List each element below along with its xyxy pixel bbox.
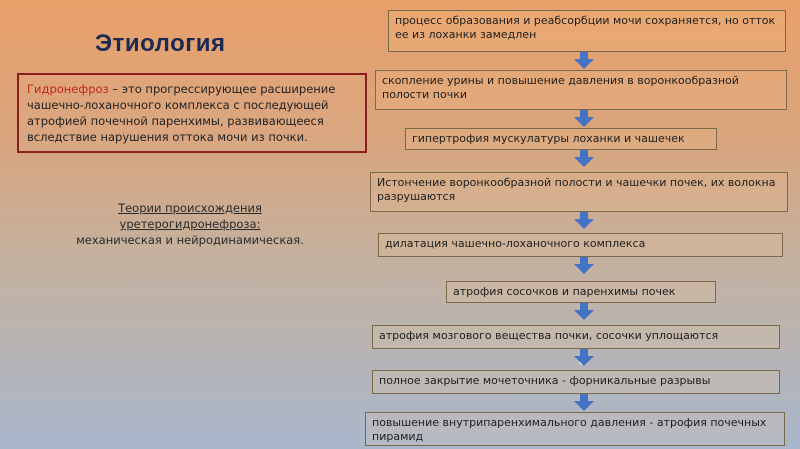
theories-heading: Теории происхождения уретерогидронефроза… bbox=[118, 201, 262, 231]
definition-box: Гидронефроз – это прогрессирующее расшир… bbox=[17, 73, 367, 153]
flow-step-8: полное закрытие мочеточника - форникальн… bbox=[372, 370, 780, 394]
theories-text: механическая и нейродинамическая. bbox=[76, 233, 304, 247]
flow-step-3: гипертрофия мускулатуры лоханки и чашече… bbox=[405, 128, 717, 150]
flow-step-6: атрофия сосочков и паренхимы почек bbox=[446, 281, 716, 303]
definition-term: Гидронефроз bbox=[27, 82, 109, 96]
flow-step-7: атрофия мозгового вещества почки, сосочк… bbox=[372, 325, 780, 349]
theories-block: Теории происхождения уретерогидронефроза… bbox=[50, 200, 330, 248]
definition-text: – это прогрессирующее расширение чашечно… bbox=[27, 82, 336, 144]
flow-step-1: процесс образования и реабсорбции мочи с… bbox=[388, 10, 786, 52]
flow-step-4: Истончение воронкообразной полости и чаш… bbox=[370, 172, 788, 212]
flow-step-5: дилатация чашечно-лоханочного комплекса bbox=[378, 233, 783, 257]
slide-title: Этиология bbox=[95, 30, 226, 57]
flow-step-9: повышение внутрипаренхимального давления… bbox=[365, 412, 785, 446]
flow-step-2: скопление урины и повышение давления в в… bbox=[375, 70, 787, 110]
